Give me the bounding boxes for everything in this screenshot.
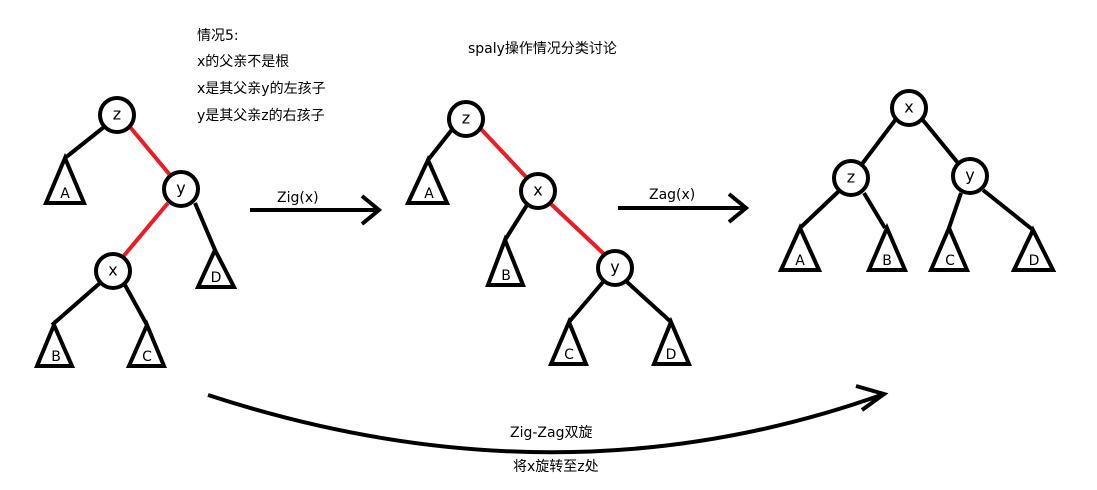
subtree-C-triangle (547, 316, 589, 366)
edge-x-y (920, 117, 960, 165)
subtree-C-label: C (564, 347, 574, 363)
node-y (162, 170, 200, 208)
subtree-B-label: B (501, 268, 511, 284)
subtree-D-label: D (211, 270, 222, 286)
subtree-C-triangle (125, 319, 167, 368)
case-note-line-2: x是其父亲y的左孩子 (197, 81, 326, 97)
edge-y-C (947, 192, 963, 229)
subtree-A-label: A (60, 186, 70, 202)
edge-z-A (63, 125, 106, 160)
subtree-A-label: A (424, 186, 434, 202)
case-note-line-1: x的父亲不是根 (197, 54, 289, 70)
node-x (890, 89, 928, 127)
zig-zag-arrow-label: Zig-Zag双旋 (510, 425, 592, 441)
zig-arrow: Zig(x) (250, 190, 383, 226)
edge-x-B (50, 281, 102, 327)
subtree-D-triangle (1010, 225, 1057, 272)
zig-zag-arrow: Zig-Zag双旋 将x旋转至z处 (207, 384, 889, 475)
edge-y-D (981, 188, 1035, 232)
tree-after: A B C D x z y (777, 89, 1057, 272)
subtree-C-label: C (142, 349, 152, 365)
subtree-D-triangle (651, 316, 693, 366)
node-x-label: x (533, 181, 542, 200)
edge-y-D (625, 280, 673, 324)
edge-x-C (123, 284, 149, 326)
node-y-label: y (176, 179, 185, 198)
node-z-label: z (847, 168, 855, 187)
subtree-A-label: A (795, 253, 805, 269)
subtree-B-triangle (34, 319, 76, 368)
zag-arrow-label: Zag(x) (649, 187, 695, 203)
edge-z-A (798, 188, 842, 230)
zag-arrow: Zag(x) (618, 187, 750, 224)
tree-before: A D B C z y x (34, 96, 238, 368)
edge-z-y (128, 125, 172, 177)
edge-y-C (567, 280, 605, 324)
diagram-title: spaly操作情况分类讨论 (468, 41, 617, 57)
case-note-line-3: y是其父亲z的右孩子 (197, 108, 325, 124)
node-x-label: x (108, 261, 117, 280)
subtree-D-label: D (666, 347, 677, 363)
zig-arrow-label: Zig(x) (277, 190, 319, 206)
subtree-D-label: D (1029, 253, 1040, 269)
subtree-C-label: C (945, 253, 955, 269)
edge-y-D (193, 202, 217, 251)
node-y (596, 249, 634, 287)
edge-y-x (120, 201, 170, 260)
edge-z-A (426, 125, 456, 162)
subtree-D-triangle (194, 245, 238, 289)
node-z-label: z (113, 105, 121, 124)
zig-zag-arrow-note: 将x旋转至z处 (513, 459, 599, 475)
subtree-B-triangle (865, 222, 909, 272)
node-y (951, 157, 989, 195)
subtree-A-triangle (42, 152, 88, 205)
node-y-label: y (965, 166, 974, 185)
edge-x-y (549, 202, 607, 257)
node-y-label: y (610, 258, 619, 277)
edge-z-B (862, 191, 887, 230)
subtree-B-label: B (51, 349, 61, 365)
node-z (832, 159, 870, 197)
node-z (98, 96, 136, 134)
subtree-C-triangle (927, 222, 971, 272)
tree-middle: A B C D z x y (404, 100, 693, 366)
edge-x-z (860, 117, 898, 166)
node-z (447, 100, 485, 138)
edge-x-B (503, 203, 529, 242)
subtree-B-label: B (882, 253, 892, 269)
node-x (94, 252, 132, 290)
subtree-A-triangle (777, 223, 823, 272)
node-x-label: x (904, 98, 913, 117)
edge-z-x (478, 126, 529, 180)
case-note-heading: 情况5: (197, 28, 239, 44)
node-x (519, 172, 557, 210)
subtree-B-triangle (485, 234, 526, 287)
subtree-A-triangle (404, 155, 451, 205)
node-z-label: z (462, 109, 470, 128)
